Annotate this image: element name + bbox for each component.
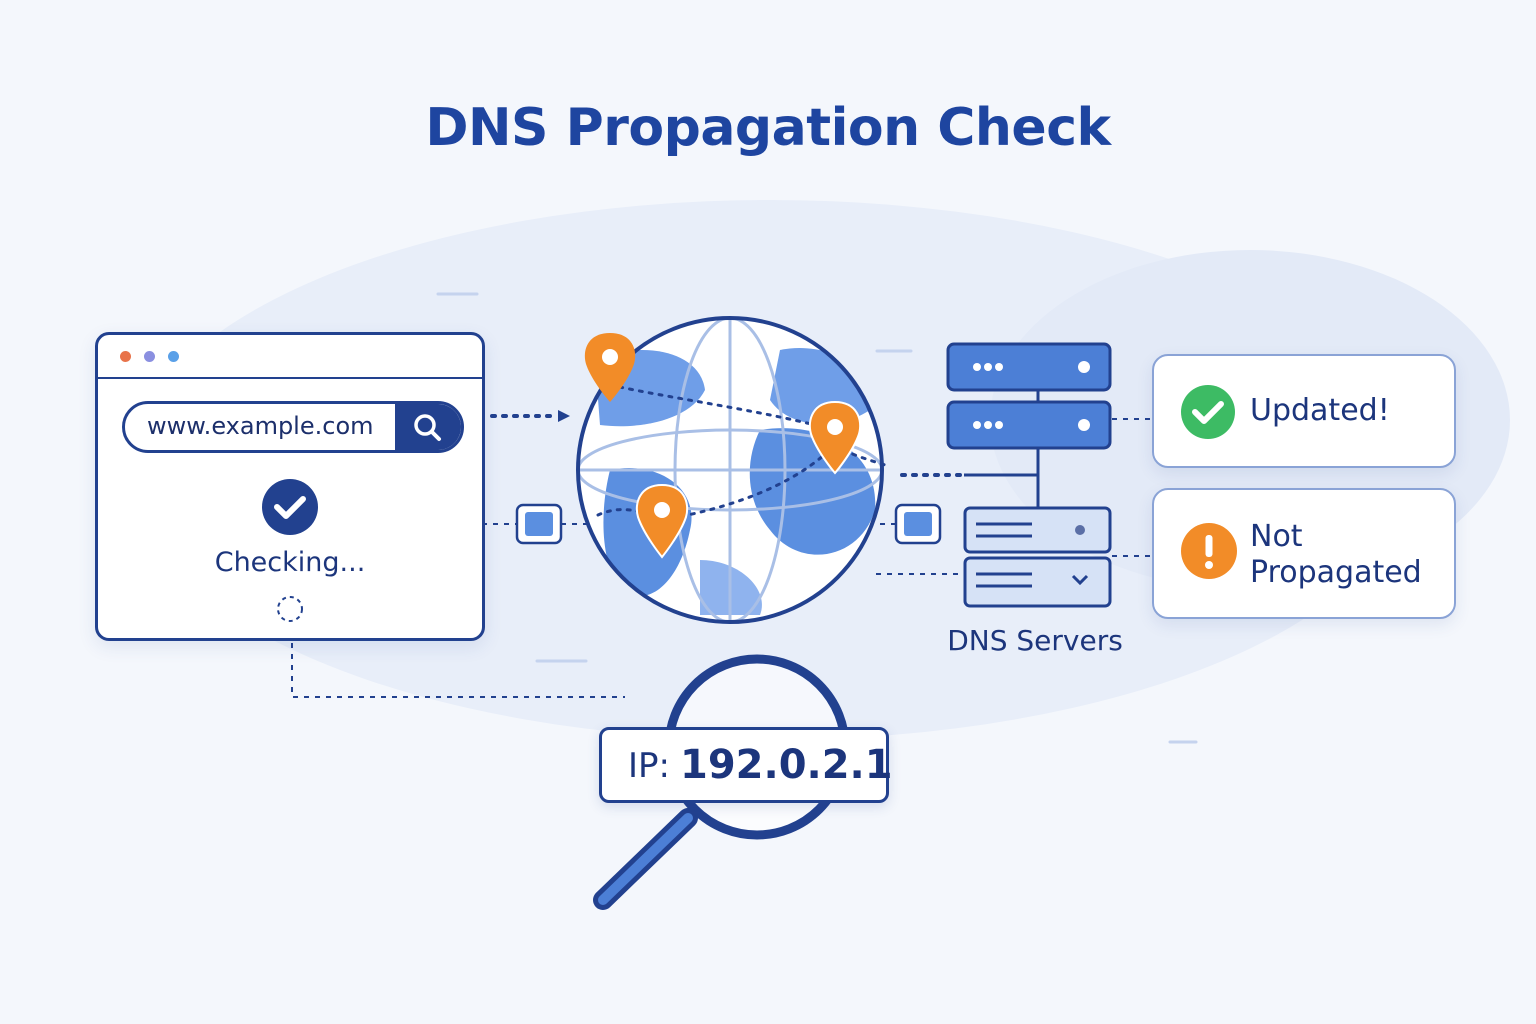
status-updated-text: Updated!	[1250, 393, 1390, 428]
map-pin-icon	[584, 333, 636, 402]
dns-servers-label: DNS Servers	[947, 624, 1123, 657]
search-input[interactable]: www.example.com	[122, 401, 464, 453]
map-pin-icon	[808, 400, 862, 475]
status-not-text: Not	[1250, 519, 1303, 554]
page-title: DNS Propagation Check	[425, 98, 1111, 158]
node-square-right	[894, 503, 942, 545]
map-pin-icon	[635, 483, 689, 559]
checking-status-text: Checking...	[214, 547, 366, 578]
ip-label: IP:	[628, 746, 670, 786]
ip-value: 192.0.2.1	[680, 742, 893, 788]
window-dot-maximize[interactable]	[168, 351, 179, 362]
dotted-arrow	[490, 410, 1038, 477]
loading-spinner-icon	[277, 596, 303, 622]
green-check-icon	[1181, 385, 1235, 439]
browser-title-bar	[98, 335, 482, 379]
search-input-value: www.example.com	[147, 412, 374, 440]
checkmark-circle-icon	[262, 479, 318, 535]
status-card-not-propagated: Not Propagated	[1152, 488, 1456, 619]
connector-lines	[291, 418, 1150, 698]
browser-window: www.example.com Checking...	[95, 332, 485, 641]
node-square-left	[515, 503, 563, 545]
window-dot-minimize[interactable]	[144, 351, 155, 362]
search-button[interactable]	[395, 404, 461, 450]
window-dot-close[interactable]	[120, 351, 131, 362]
status-propagated-text: Propagated	[1250, 555, 1422, 590]
status-card-updated: Updated!	[1152, 354, 1456, 468]
ip-result-box: IP: 192.0.2.1	[599, 727, 893, 803]
decor-dashes	[436, 292, 1198, 744]
orange-exclamation-icon	[1181, 523, 1237, 579]
search-icon	[414, 414, 441, 441]
dns-server-stack-icon	[946, 342, 1112, 608]
